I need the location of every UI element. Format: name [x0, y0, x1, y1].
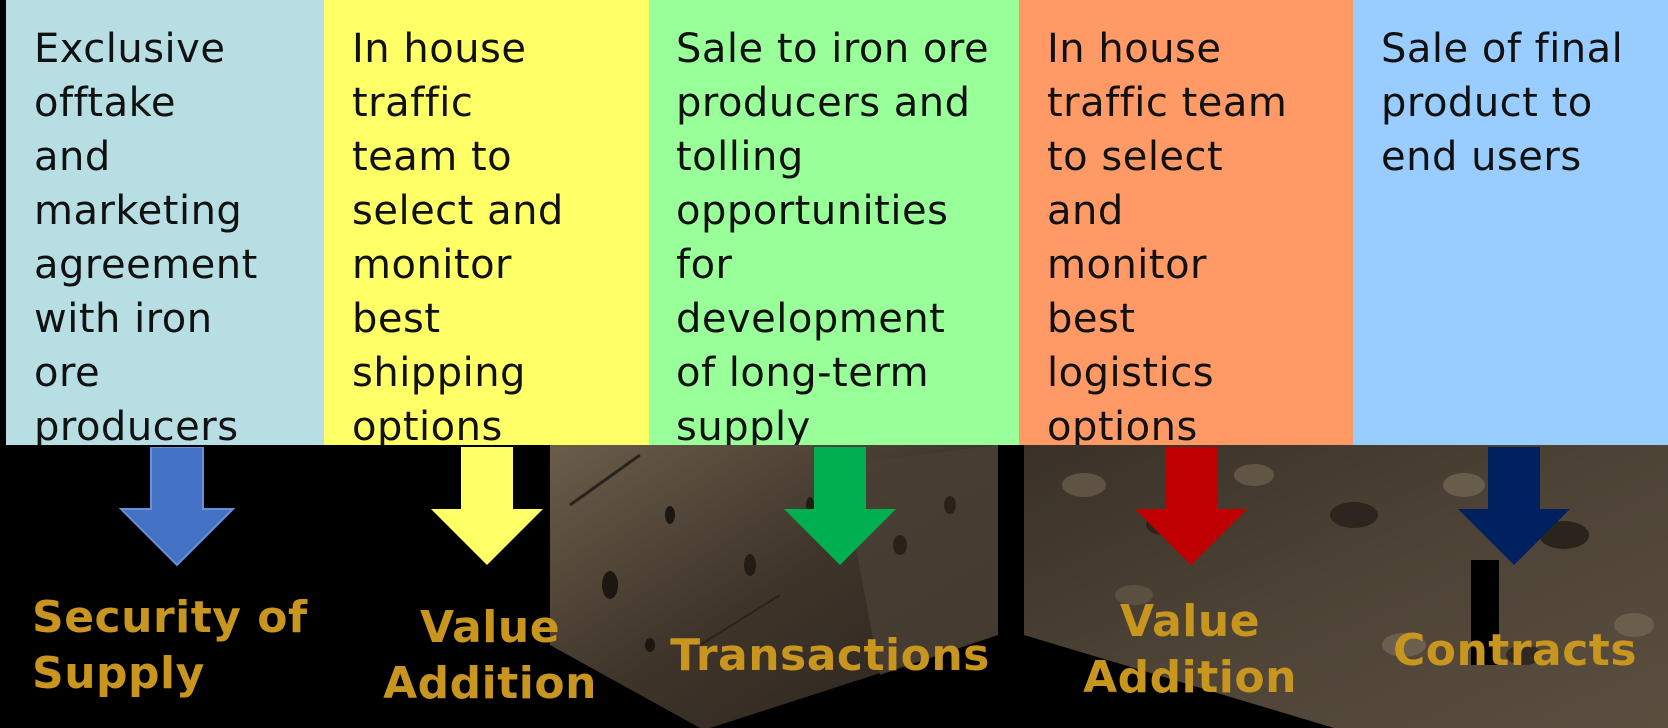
down-arrow-icon	[119, 447, 235, 567]
panel-value-addition-shipping: In house traffic team to select and moni…	[324, 0, 649, 445]
stage-label-security-of-supply: Security of Supply	[32, 592, 308, 699]
down-arrow-icon	[1458, 447, 1570, 565]
ore-photo-left	[550, 445, 998, 728]
down-arrow-icon	[784, 447, 896, 565]
down-arrow-icon	[431, 447, 543, 565]
panel-text: Exclusive offtake and marketing agreemen…	[34, 26, 258, 445]
panel-text: Sale of final product to end users	[1381, 26, 1624, 180]
stage-label-transactions: Transactions	[670, 630, 990, 681]
stage-label-value-addition: Value Addition	[1083, 596, 1297, 703]
down-arrow-icon	[1135, 447, 1247, 565]
stage-label-contracts: Contracts	[1392, 625, 1638, 676]
contracts-arrow-shaft-shadow	[1471, 560, 1499, 665]
panel-security-of-supply: Exclusive offtake and marketing agreemen…	[6, 0, 324, 445]
panel-contracts: Sale of final product to end users	[1353, 0, 1668, 445]
panel-value-addition-logistics: In house traffic team to select and moni…	[1019, 0, 1353, 445]
panel-text: In house traffic team to select and moni…	[352, 26, 564, 445]
panel-text: In house traffic team to select and moni…	[1047, 26, 1288, 445]
stage-label-value-addition: Value Addition	[383, 602, 597, 709]
panel-transactions: Sale to iron ore producers and tolling o…	[649, 0, 1019, 445]
panel-text: Sale to iron ore producers and tolling o…	[676, 26, 990, 445]
